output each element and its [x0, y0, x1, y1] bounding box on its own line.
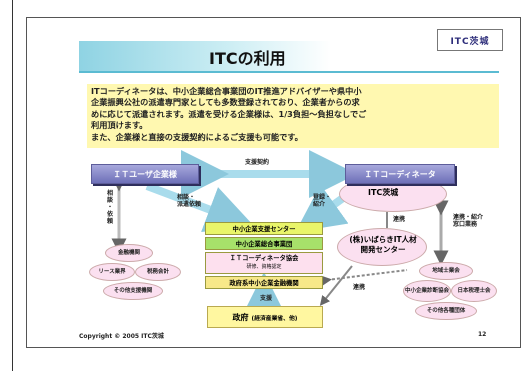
title-underline: [79, 71, 499, 73]
user-to-support-arrow: [145, 182, 255, 233]
intro-line: めに応じて派遣されます。派遣を受ける企業様は、1/3負担～負担なしでご: [91, 108, 367, 119]
right-cooperation-label: 連携・紹介 窓口業務: [453, 214, 483, 228]
intro-line: また、企業様と直接の支援契約によるご支援も可能です。: [91, 131, 303, 142]
tax-accountant-ellipse: 日本税理士会: [451, 280, 497, 302]
center-to-gov-arrow: [319, 265, 353, 306]
other-groups-ellipse: その他各種団体: [415, 302, 477, 320]
slide: ITC茨城 ITCの利用 ITコーディネータは、中小企業総合事業団のIT推進アド…: [26, 17, 521, 348]
itc-association-label: ＩＴコーディネータ協会: [229, 255, 299, 262]
intro-line: 企業振興公社の派遣専門家としても多数登録されており、企業者からの求: [91, 97, 360, 108]
right-cooperation-line: 連携・紹介: [453, 214, 484, 221]
government-label: 政府: [232, 312, 249, 322]
consult-label: 相 談 ・ 依 頼: [107, 190, 113, 225]
renkei-label-2: 連携: [353, 284, 366, 291]
slide-title: ITCの利用: [209, 49, 286, 68]
support-contract-label: 支援契約: [245, 159, 270, 166]
intro-text-box: ITコーディネータは、中小企業総合事業団のIT推進アドバイザーや県中小 企業振興…: [87, 84, 499, 148]
it-center-label: (株)いばらきIT人材開発センター: [349, 235, 417, 254]
support-center-box: 中小企業支援センター: [205, 222, 323, 235]
intro-line: ITコーディネータは、中小企業総合事業団のIT推進アドバイザーや県中小: [91, 86, 362, 96]
consult-char: 談: [107, 197, 114, 204]
lease-ellipse: リース業界: [89, 263, 135, 281]
itc-association-box: ＩＴコーディネータ協会 研修、資格認定: [205, 252, 323, 274]
itc-logo: ITC茨城: [437, 29, 503, 51]
consult-char: 頼: [107, 218, 114, 225]
it-user-header: ＩＴユーザ企業様: [91, 164, 199, 184]
consult-char: 依: [107, 211, 114, 218]
tax-ellipse: 税務会計: [135, 263, 181, 281]
register-label: 登録・ 紹介: [313, 194, 331, 208]
title-band: ITCの利用: [79, 41, 331, 71]
itc-association-sub: 研修、資格認定: [246, 264, 282, 270]
apply-label-line: 派遣依頼: [177, 201, 202, 208]
it-center-ellipse: (株)いばらきIT人材開発センター: [337, 228, 427, 266]
consult-char: 相: [107, 190, 114, 197]
consult-char: ・: [107, 204, 114, 211]
finance-ellipse: 金融機関: [105, 244, 153, 262]
government-box: 政府 (経済産業省、他): [207, 306, 323, 328]
business-corp-box: 中小企業総合事業団: [205, 237, 323, 250]
apply-label: 相談・ 派遣依頼: [177, 194, 201, 208]
apply-label-line: 相談・: [177, 194, 196, 201]
center-to-stack-arrow: [321, 269, 408, 286]
register-label-line: 紹介: [313, 201, 326, 208]
copyright: Copyright © 2005 ITC茨城: [79, 333, 164, 340]
left-edge-panel: [0, 0, 13, 371]
it-coordinator-header: ＩＴコーディネータ: [345, 164, 455, 184]
government-sub: (経済産業省、他): [251, 315, 298, 322]
page-number: 12: [478, 331, 487, 338]
right-cooperation-line: 窓口業務: [453, 221, 478, 228]
regional-ellipse: 地域士業会: [419, 262, 473, 280]
diagnosis-ellipse: 中小企業診断協会: [403, 280, 451, 302]
other-support-ellipse: その他支援機関: [103, 282, 163, 300]
renkei-label: 連携: [393, 216, 406, 223]
support-label: 支援: [260, 295, 273, 302]
intro-line: 利用頂けます。: [91, 120, 148, 131]
itc-ibaraki-label: ITC茨城: [368, 188, 399, 197]
gov-finance-box: 政府系中小企業金融機関: [205, 276, 323, 289]
register-label-line: 登録・: [313, 194, 332, 201]
